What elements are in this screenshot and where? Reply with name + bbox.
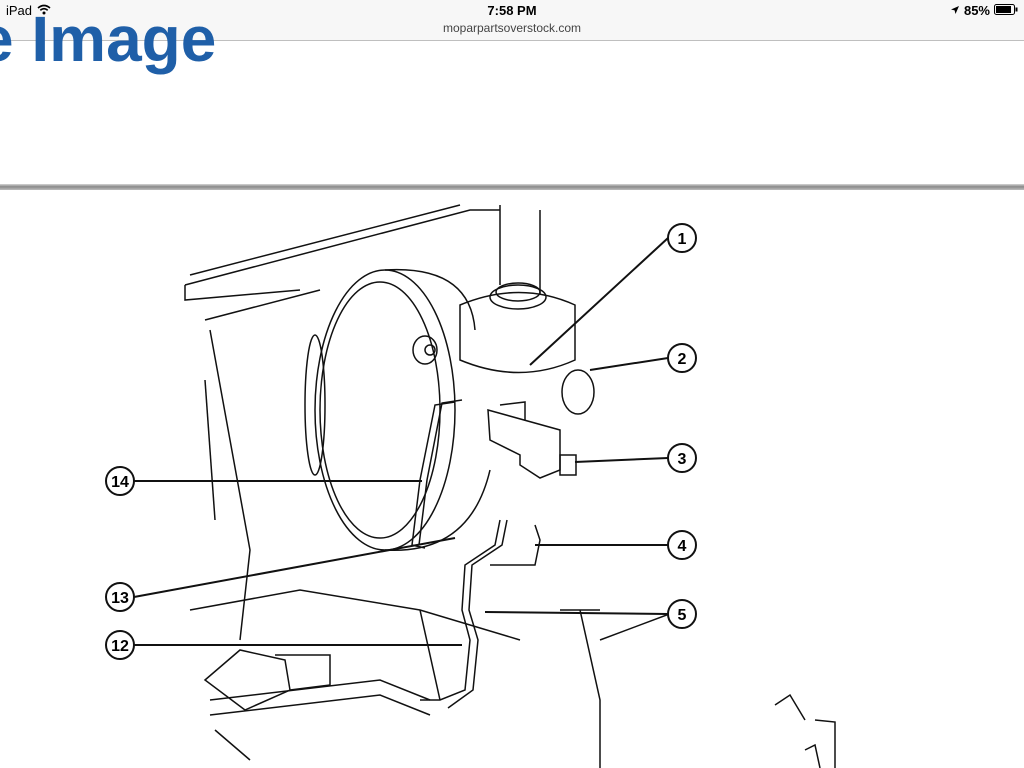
page-heading: e Image xyxy=(0,3,217,75)
battery-icon xyxy=(994,3,1018,18)
url-bar[interactable]: moparpartsoverstock.com xyxy=(442,21,582,35)
callout-markers: 1 2 3 4 5 12 13 14 xyxy=(105,223,697,660)
location-arrow-icon xyxy=(950,3,960,18)
callout-5-label: 5 xyxy=(678,607,687,624)
status-bar-border xyxy=(0,40,1024,41)
clock: 7:58 PM xyxy=(487,3,537,18)
diagram-linework xyxy=(184,204,836,768)
status-bar: iPad 7:58 PM moparpartsoverstock.com 85% xyxy=(0,0,1024,41)
callout-3: 3 xyxy=(667,443,697,473)
callout-1: 1 xyxy=(667,223,697,253)
callout-14-label: 14 xyxy=(111,474,129,491)
status-left: iPad xyxy=(6,3,51,18)
callout-4-label: 4 xyxy=(678,538,687,555)
device-label: iPad xyxy=(6,3,33,18)
status-right: 85% xyxy=(950,3,1018,18)
callout-12: 12 xyxy=(105,630,135,660)
brake-line-diagram: 1 2 3 4 5 12 13 14 xyxy=(105,204,836,768)
callout-3-label: 3 xyxy=(678,451,687,468)
callout-2: 2 xyxy=(667,343,697,373)
callout-1-label: 1 xyxy=(678,231,687,248)
horizontal-rule xyxy=(0,184,1024,190)
battery-percent: 85% xyxy=(963,3,990,18)
callout-14: 14 xyxy=(105,466,135,496)
callout-5: 5 xyxy=(667,599,697,629)
callout-2-label: 2 xyxy=(678,351,687,368)
callout-leaders xyxy=(133,237,669,646)
callout-13: 13 xyxy=(105,582,135,612)
callout-12-label: 12 xyxy=(111,638,129,655)
callout-13-label: 13 xyxy=(111,590,129,607)
callout-4: 4 xyxy=(667,530,697,560)
wifi-icon xyxy=(37,3,51,18)
